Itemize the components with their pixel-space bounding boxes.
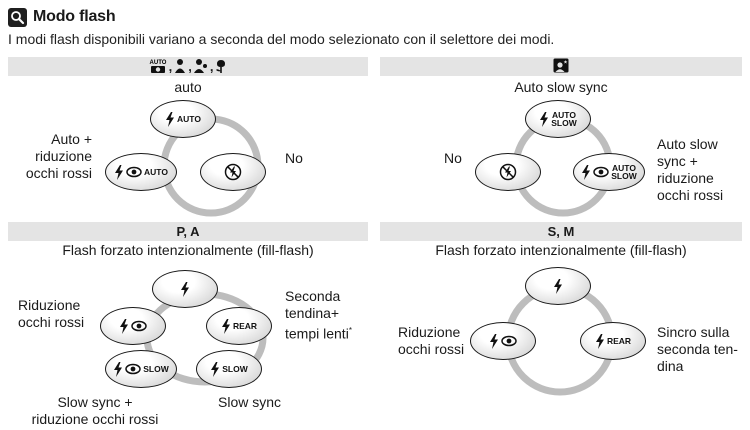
flash-rear-slow-button: REAR: [206, 307, 272, 345]
caption-night: Auto slow sync: [514, 79, 608, 95]
label-slow-redeye: Slow sync + riduzione occhi rossi: [31, 394, 159, 427]
flash-auto-slow-redeye-button: AUTO SLOW: [573, 153, 645, 191]
band-sm: S, M: [380, 222, 742, 241]
label-redeye: Riduzione occhi rossi: [398, 324, 465, 357]
svg-text:AUTO: AUTO: [149, 60, 166, 66]
intro-text: I modi flash disponibili variano a secon…: [8, 31, 555, 47]
auto-mode-icon: AUTO: [148, 58, 168, 76]
flash-bolt-icon: [539, 111, 549, 127]
flash-off-button: [475, 153, 541, 191]
red-eye-icon: [126, 166, 142, 178]
magnifier-icon: [8, 7, 27, 27]
caption-auto: auto: [174, 79, 202, 95]
red-eye-icon: [593, 166, 609, 178]
pill-text: AUTO: [177, 114, 201, 124]
caption-sm: Flash forzato intenzionalmente (fill-fla…: [435, 242, 687, 258]
flash-bolt-icon: [595, 333, 605, 349]
flash-bolt-icon: [114, 164, 124, 180]
flash-bolt-icon: [119, 318, 129, 334]
pill-text: REAR: [232, 321, 258, 331]
portrait-icon: [173, 58, 187, 76]
label-flash-off: No: [444, 150, 462, 166]
pill-text: AUTO SLOW: [551, 110, 577, 128]
band-auto-modes: AUTO , , ,: [8, 57, 368, 76]
flash-bolt-icon: [165, 111, 175, 127]
label-auto-redeye: Auto + riduzione occhi rossi: [25, 131, 92, 181]
label-rear-slow-text: Seconda tendina+ tempi lenti: [285, 288, 349, 342]
flash-bolt-icon: [180, 281, 190, 297]
child-icon: [193, 58, 209, 76]
pill-text: AUTO: [144, 167, 168, 177]
night-portrait-icon: [553, 58, 569, 76]
label-slow-sync: Slow sync: [218, 394, 282, 410]
band-night-portrait: [380, 57, 742, 76]
flash-bolt-icon: [581, 164, 591, 180]
flash-off-icon: [224, 163, 242, 181]
section-title: Modo flash: [8, 7, 116, 27]
close-up-icon: [214, 58, 228, 76]
band-pa: P, A: [8, 222, 368, 241]
flash-rear-button: REAR: [580, 322, 646, 360]
flash-slow-sync-button: SLOW: [196, 350, 262, 388]
label-auto-slow-redeye: Auto slow sync + riduzione occhi rossi: [657, 136, 724, 203]
pill-text: REAR: [606, 336, 632, 346]
caption-pa: Flash forzato intenzionalmente (fill-fla…: [62, 242, 314, 258]
label-rear-sync: Sincro sulla seconda ten- dina: [657, 324, 738, 374]
page-title: Modo flash: [33, 8, 116, 25]
pill-text: SLOW: [222, 364, 248, 374]
flash-bolt-icon: [489, 333, 499, 349]
flash-bolt-icon: [553, 278, 563, 294]
flash-bolt-icon: [210, 361, 220, 377]
flash-redeye-button: [100, 307, 166, 345]
pill-text: AUTO SLOW: [611, 163, 637, 181]
flash-fill-button: [525, 267, 591, 305]
flash-off-icon: [499, 163, 517, 181]
footnote-mark: *: [348, 326, 352, 335]
red-eye-icon: [125, 363, 141, 375]
flash-auto-redeye-button: AUTO: [105, 153, 177, 191]
red-eye-icon: [501, 335, 517, 347]
label-rear-slow: Seconda tendina+ tempi lenti*: [285, 288, 352, 343]
flash-fill-button: [152, 270, 218, 308]
flash-slow-redeye-button: SLOW: [105, 350, 177, 388]
label-flash-off: No: [285, 150, 303, 166]
flash-auto-slow-button: AUTO SLOW: [525, 100, 591, 138]
flash-auto-button: AUTO: [150, 100, 216, 138]
flash-bolt-icon: [113, 361, 123, 377]
flash-bolt-icon: [221, 318, 231, 334]
label-redeye: Riduzione occhi rossi: [18, 297, 85, 330]
red-eye-icon: [131, 320, 147, 332]
flash-off-button: [200, 153, 266, 191]
pill-text: SLOW: [143, 364, 169, 374]
flash-redeye-button: [470, 322, 536, 360]
